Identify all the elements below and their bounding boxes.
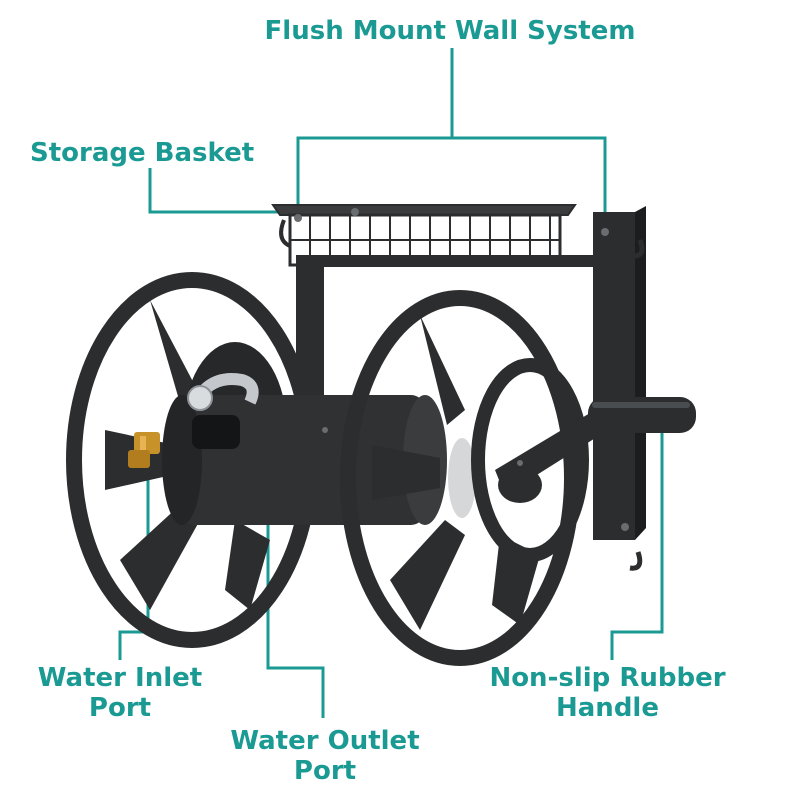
label-flush-mount-wall-system: Flush Mount Wall System <box>250 16 650 46</box>
label-water-outlet-port: Water Outlet Port <box>220 726 430 786</box>
label-text: Storage Basket <box>30 138 255 168</box>
top-hook <box>633 239 645 259</box>
label-line-1: Water Outlet <box>230 726 420 756</box>
label-line-2: Port <box>293 756 357 786</box>
label-line-1: Non-slip Rubber <box>489 663 726 693</box>
flush-mount-bracket <box>296 136 607 225</box>
reel-drum <box>162 395 447 525</box>
crank-handle <box>471 358 696 562</box>
water-outlet-fitting <box>187 373 259 411</box>
label-non-slip-rubber-handle: Non-slip Rubber Handle <box>480 663 735 723</box>
label-line-1: Water Inlet <box>37 663 203 693</box>
bottom-hook <box>629 551 643 571</box>
label-line-2: Port <box>88 693 152 723</box>
label-water-inlet-port: Water Inlet Port <box>30 663 210 723</box>
handle-leader <box>610 430 664 660</box>
label-line-2: Handle <box>556 693 659 723</box>
basket-leader <box>148 168 285 214</box>
label-text: Flush Mount Wall System <box>264 16 636 46</box>
front-wheel <box>340 290 580 666</box>
storage-basket-art <box>271 204 577 267</box>
water-inlet-fitting <box>128 432 160 468</box>
label-storage-basket: Storage Basket <box>30 138 270 168</box>
